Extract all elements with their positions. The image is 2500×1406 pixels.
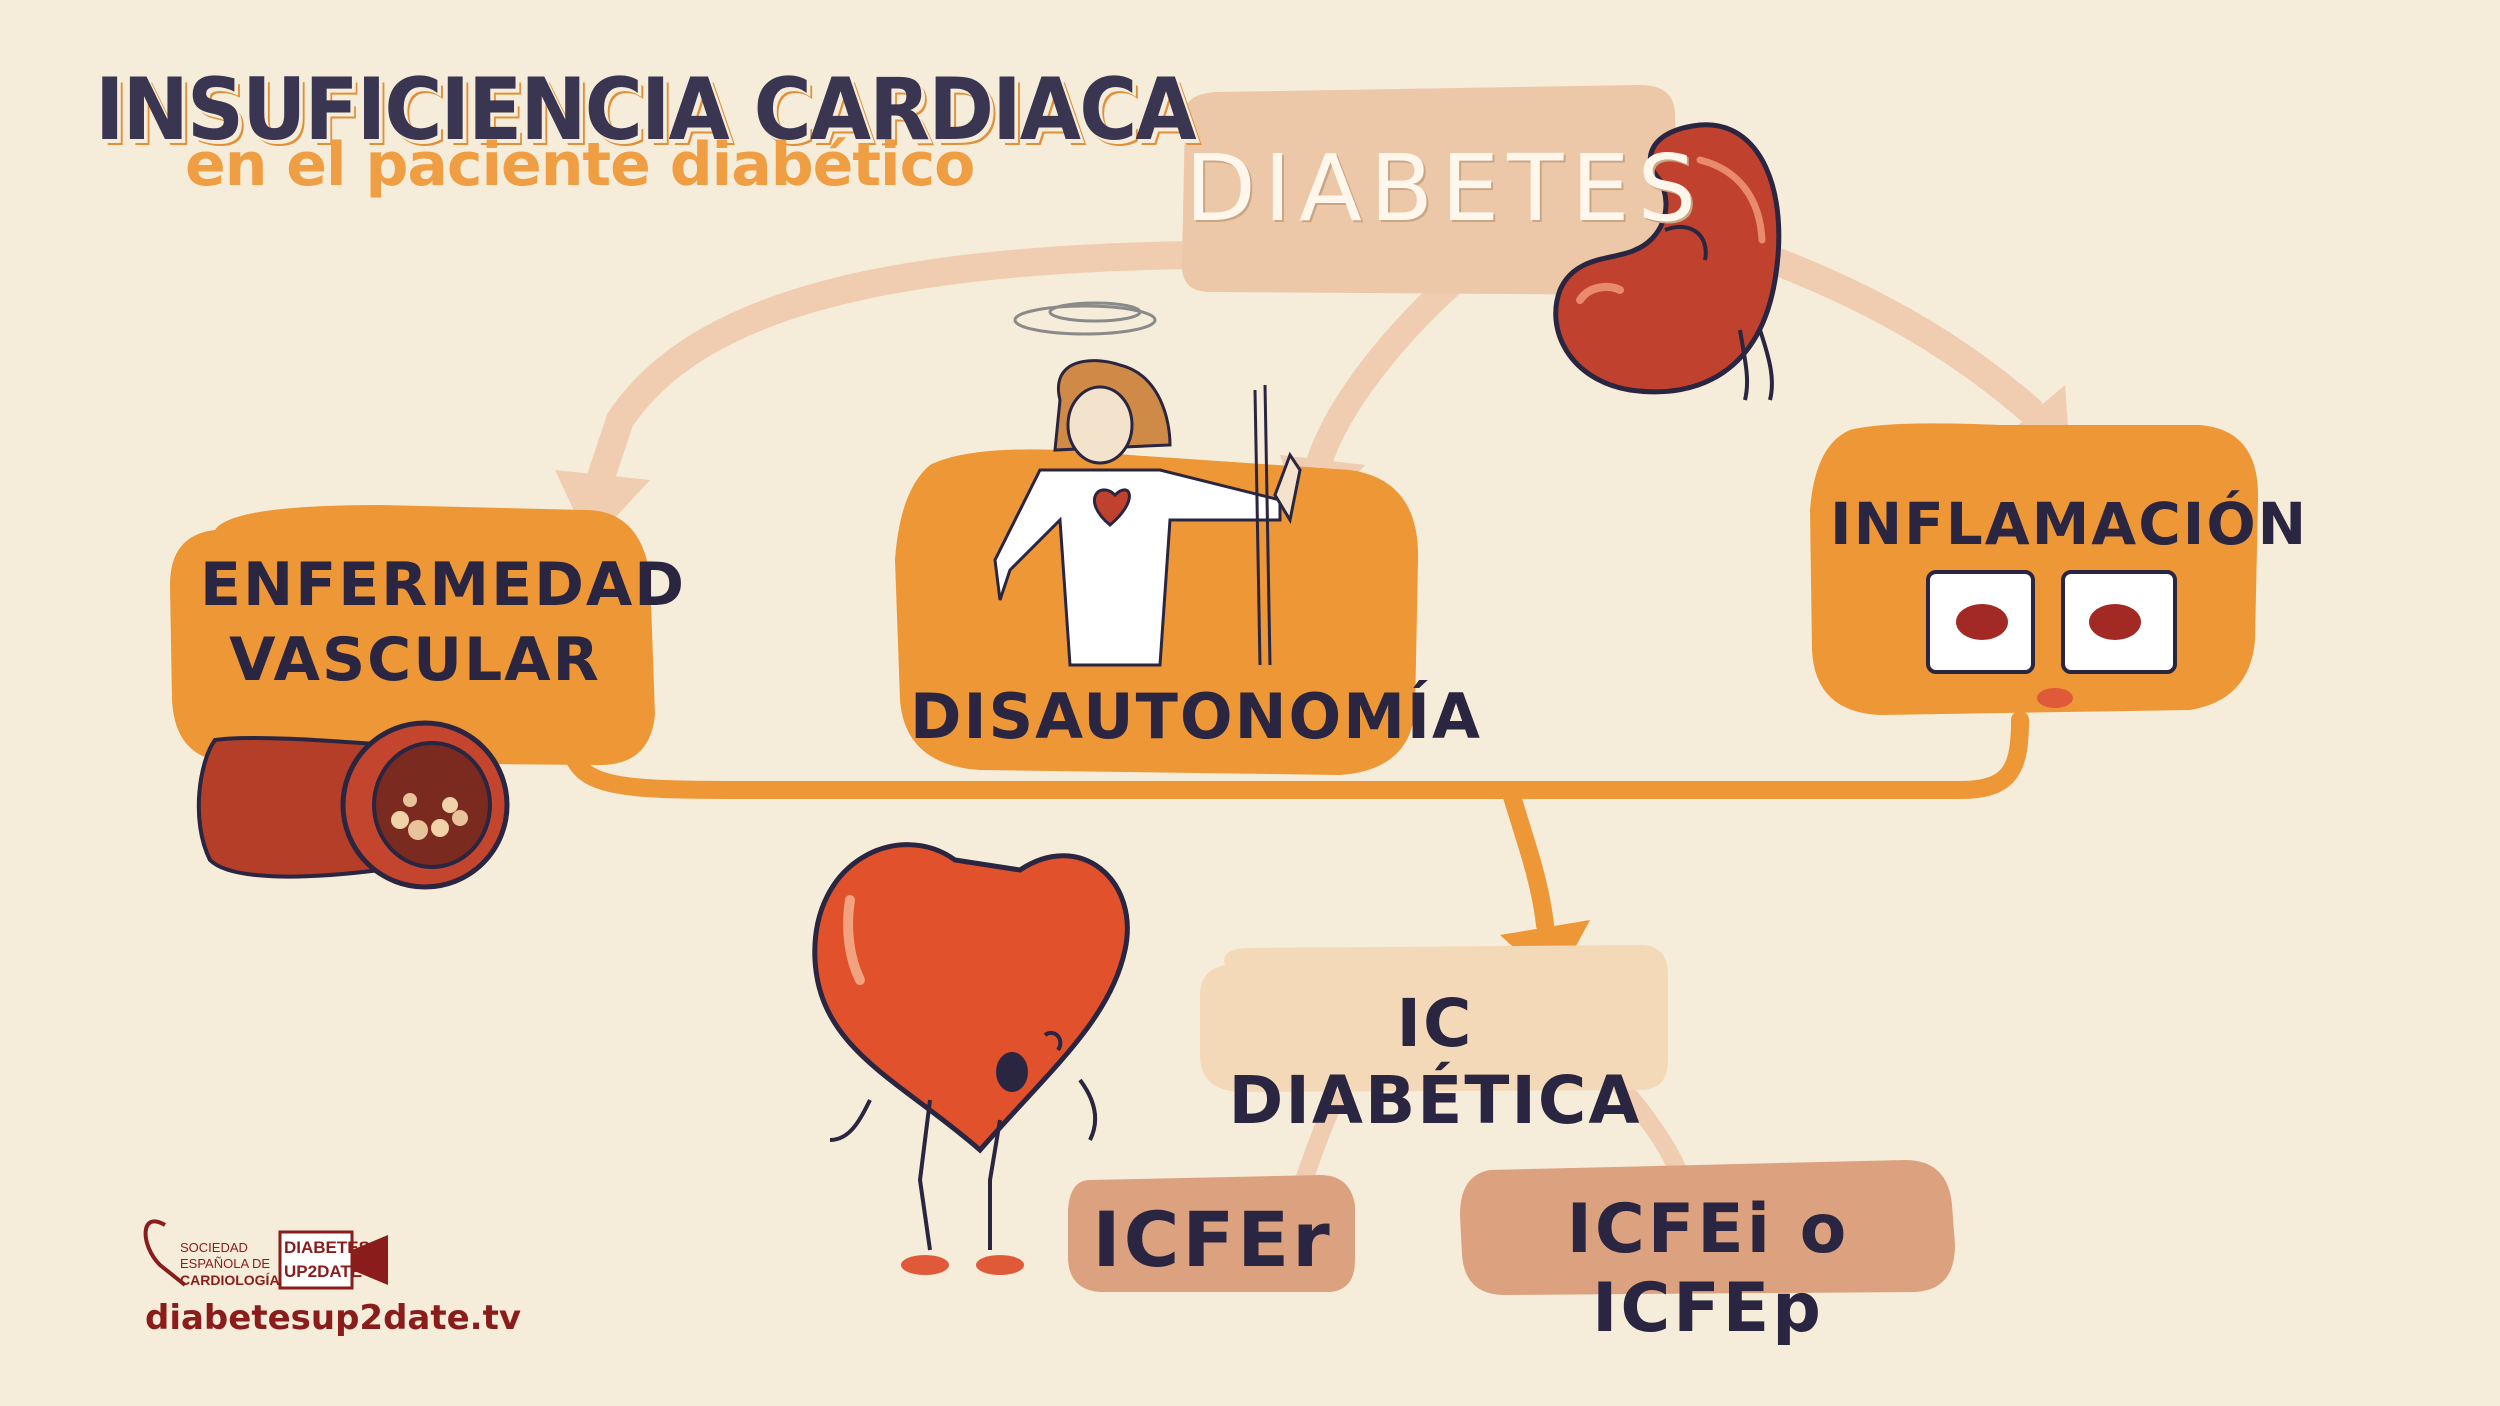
enfermedad-box xyxy=(170,505,655,765)
sec-logo-icon xyxy=(143,1219,187,1287)
node-ic-diabetica-label: IC DIABÉTICA xyxy=(1228,985,1642,1139)
brand-logo-line2: UP2DATE xyxy=(284,1262,363,1281)
inflamacion-box xyxy=(1810,423,2259,715)
page-title: INSUFICIENCIA CARDIACA xyxy=(95,60,1197,160)
node-disautonomia-label: DISAUTONOMÍA xyxy=(910,680,1482,753)
sec-logo-line3: CARDIOLOGÍA xyxy=(180,1272,280,1288)
node-inflamacion-label: INFLAMACIÓN xyxy=(1830,490,2309,558)
node-icfer-label: ICFEr xyxy=(1092,1195,1333,1284)
sec-logo-line1: SOCIEDAD xyxy=(180,1240,248,1255)
doctor-illustration xyxy=(993,301,1302,667)
cells-illustration xyxy=(1926,570,2177,708)
kidney-illustration xyxy=(1553,122,1782,401)
brand-logo-line1: DIABETES xyxy=(284,1238,370,1257)
diabetes-box xyxy=(1181,85,1678,295)
page-subtitle: en el paciente diabético xyxy=(185,130,975,200)
blood-vessel-illustration xyxy=(196,720,510,890)
heart-character-illustration xyxy=(812,842,1130,1275)
node-diabetes-label: DIABETES xyxy=(1185,135,1704,242)
diabetes-up2date-logo xyxy=(278,1230,388,1290)
icfer-box xyxy=(1068,1175,1355,1292)
icfei-box xyxy=(1460,1160,1955,1295)
node-enfermedad-label-line1: ENFERMEDAD xyxy=(200,550,687,620)
ic-diabetica-box xyxy=(1200,945,1668,1092)
footer-url-link[interactable]: diabetesup2date.tv xyxy=(145,1298,522,1338)
node-enfermedad-label-line2: VASCULAR xyxy=(229,625,601,695)
node-icfei-label: ICFEi o ICFEp xyxy=(1566,1190,1850,1348)
arrow-diabetes-to-enfermedad xyxy=(555,241,1204,545)
sec-logo-line2: ESPAÑOLA DE xyxy=(180,1256,271,1271)
